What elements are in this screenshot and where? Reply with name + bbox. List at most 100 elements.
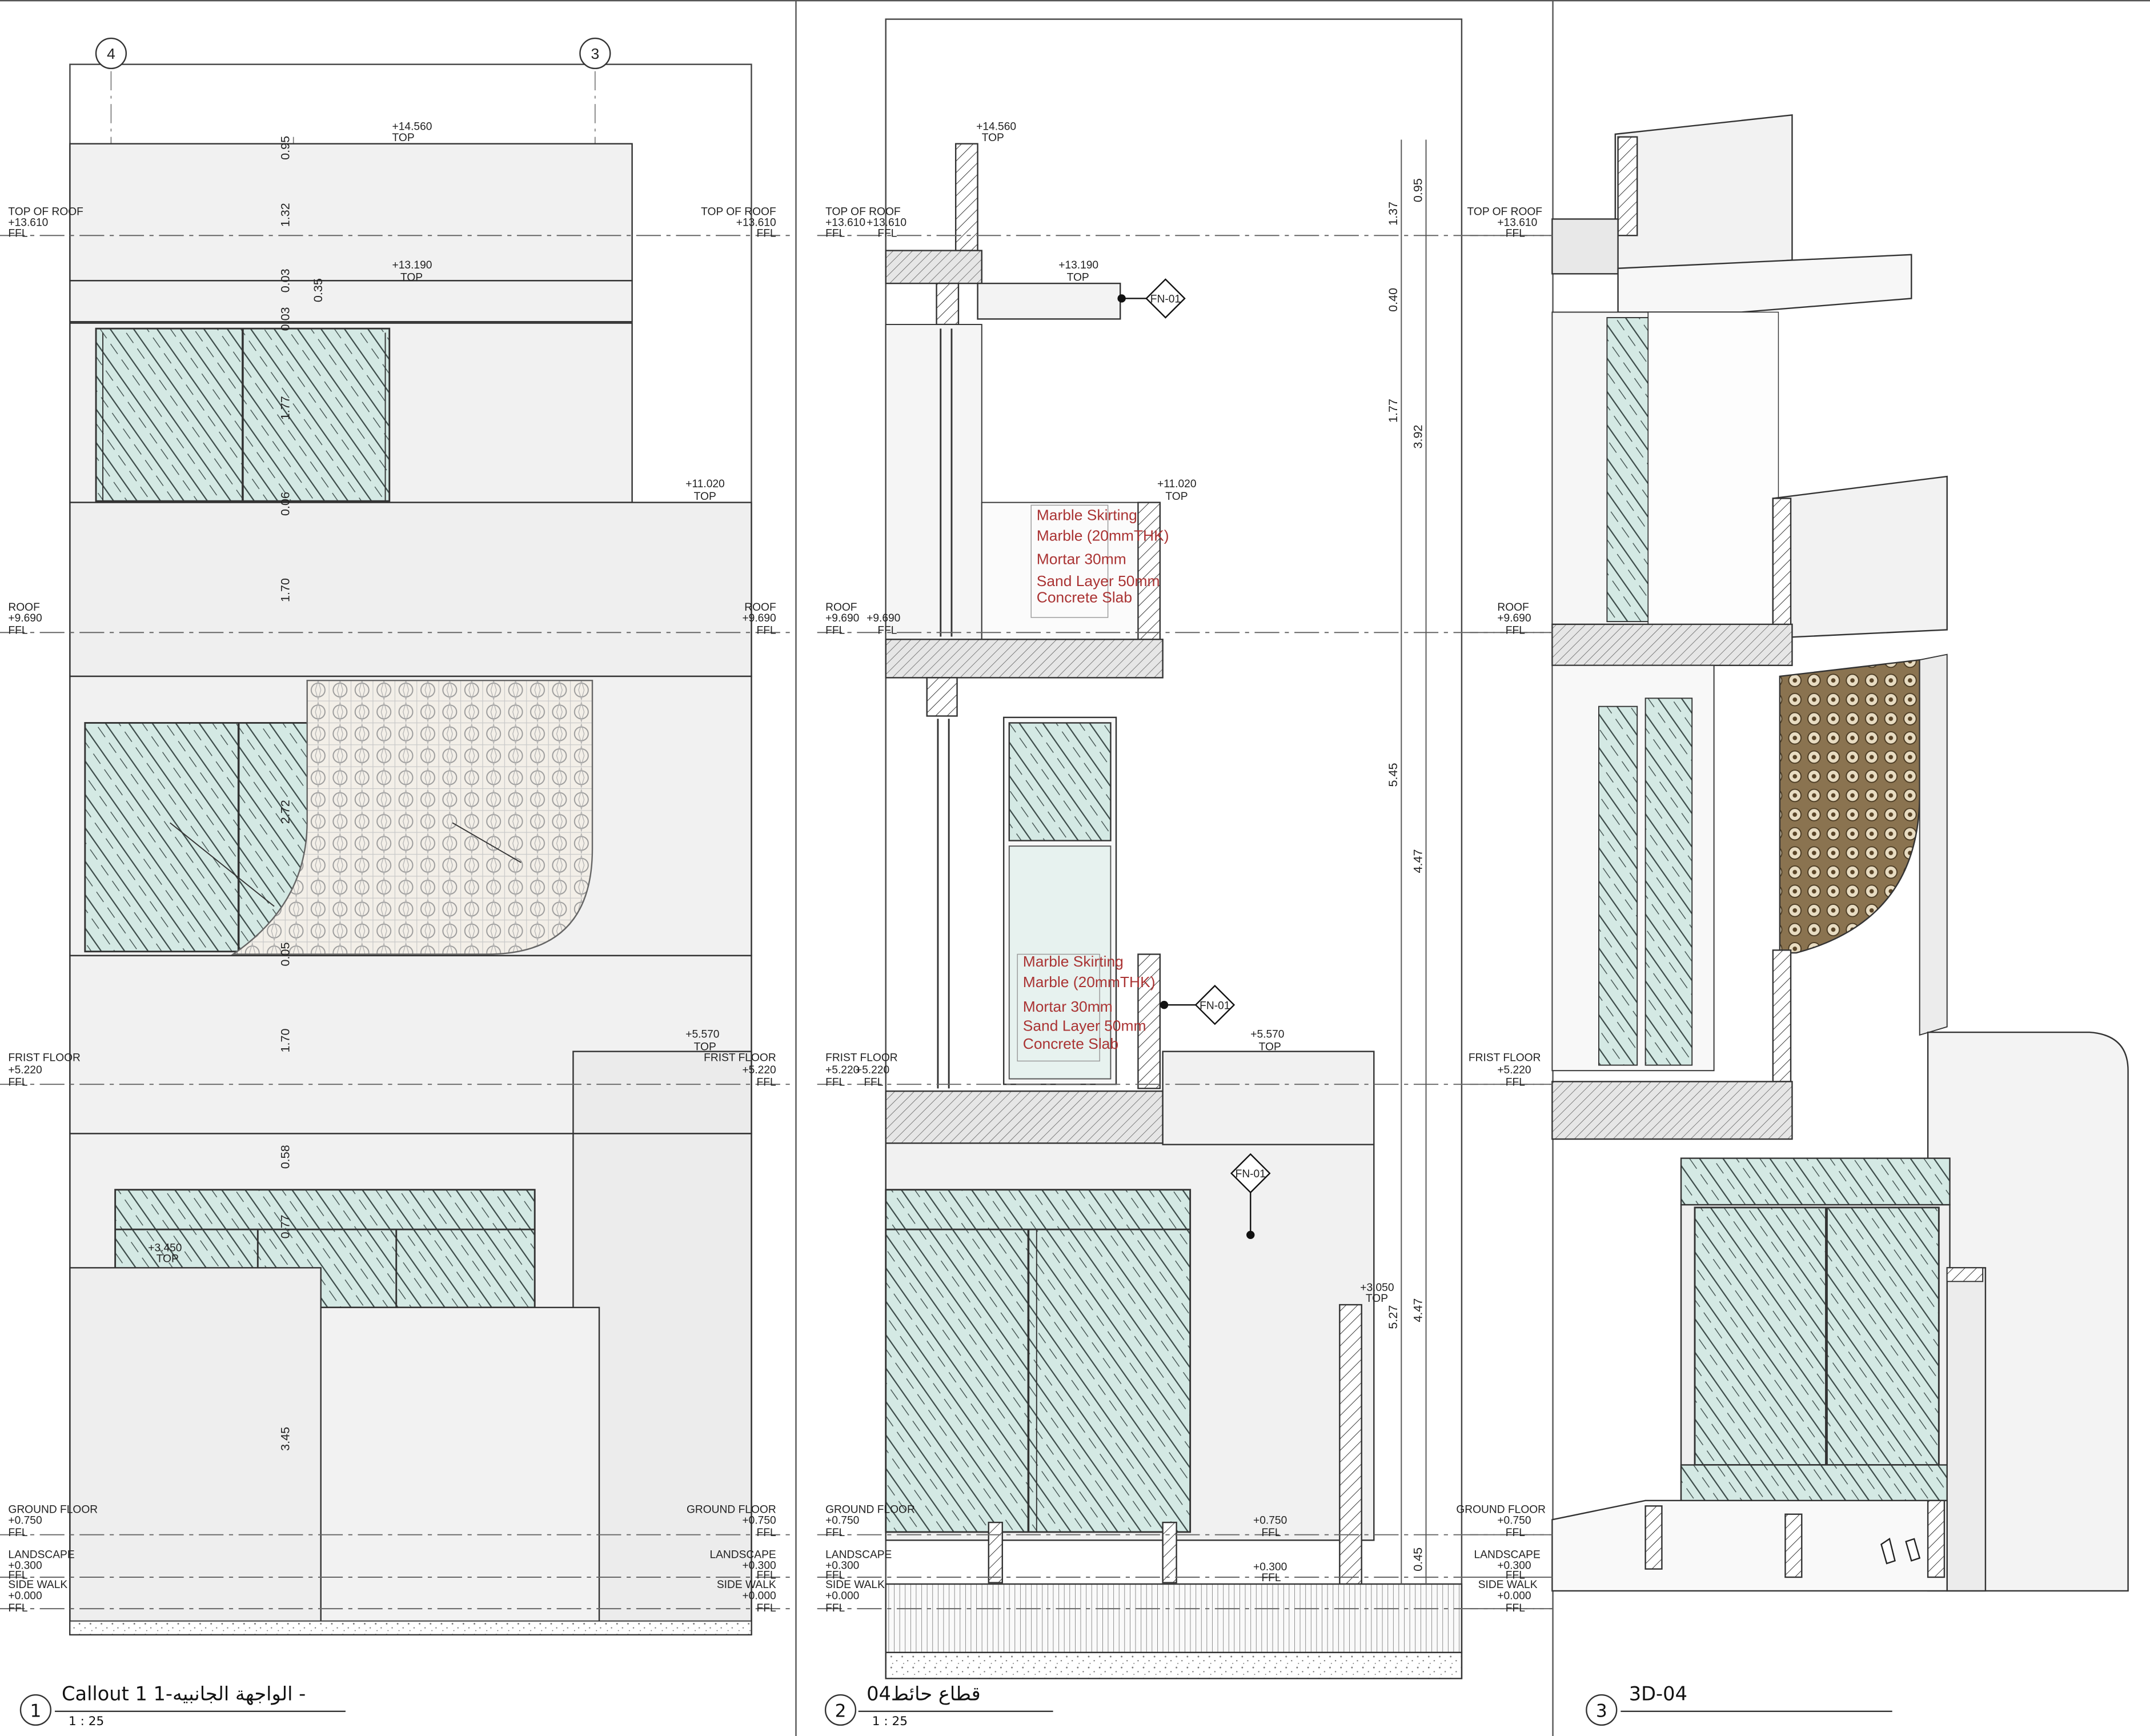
svg-text:FFL: FFL (825, 1527, 845, 1539)
svg-text:FFL: FFL (825, 625, 845, 637)
svg-text:TOP OF ROOF: TOP OF ROOF (8, 206, 83, 218)
balcony-wall-section (1137, 502, 1161, 640)
svg-text:TOP OF ROOF: TOP OF ROOF (701, 206, 776, 218)
svg-text:0.45: 0.45 (1410, 1547, 1425, 1571)
svg-text:FFL: FFL (1506, 1077, 1525, 1089)
svg-text:FFL: FFL (877, 625, 897, 637)
svg-text:Concrete Slab: Concrete Slab (1023, 1035, 1118, 1052)
panel-3d-section: TOP OF ROOF +13.610 FFL ROOF +9.690 FFL … (1456, 114, 2129, 1726)
svg-text:GROUND FLOOR: GROUND FLOOR (825, 1504, 915, 1516)
svg-text:SIDE WALK: SIDE WALK (825, 1579, 885, 1591)
svg-text:TOP: TOP (982, 132, 1004, 144)
svg-text:+9.690: +9.690 (8, 612, 42, 624)
svg-text:+0.750: +0.750 (1497, 1515, 1531, 1527)
svg-text:+5.570: +5.570 (1250, 1029, 1284, 1041)
svg-text:0.40: 0.40 (1386, 288, 1400, 312)
svg-text:+3.050: +3.050 (1360, 1282, 1394, 1294)
svg-text:3D-04: 3D-04 (1629, 1683, 1687, 1705)
svg-text:+9.690: +9.690 (1497, 612, 1531, 624)
soil-layer (885, 1583, 1463, 1654)
svg-text:FFL: FFL (757, 1077, 776, 1089)
boundary-wall (69, 1267, 322, 1635)
view-title-1: 1 Callout 1 1-الواجهة الجانبيه - 1 : 25 (19, 1683, 346, 1729)
svg-text:+0.300: +0.300 (742, 1560, 776, 1572)
svg-text:FFL: FFL (757, 625, 776, 637)
svg-text:3: 3 (591, 45, 599, 62)
svg-text:TOP OF ROOF: TOP OF ROOF (825, 206, 900, 218)
svg-text:1.37: 1.37 (1386, 202, 1400, 226)
svg-text:+0.000: +0.000 (825, 1590, 859, 1602)
svg-text:ROOF: ROOF (8, 602, 39, 614)
svg-text:FFL: FFL (757, 1569, 776, 1581)
svg-text:+13.190: +13.190 (1058, 259, 1098, 271)
svg-text:0.35: 0.35 (311, 278, 325, 302)
svg-text:1.70: 1.70 (278, 578, 292, 602)
svg-text:LANDSCAPE: LANDSCAPE (1474, 1549, 1541, 1561)
svg-text:5.27: 5.27 (1386, 1305, 1400, 1329)
floor-slab-section (885, 1090, 1164, 1144)
panel-wall-section: Marble Skirting Marble (20mmTHK) Mortar … (817, 18, 1553, 1729)
svg-text:TOP: TOP (1067, 271, 1089, 283)
svg-text:FFL: FFL (757, 1602, 776, 1614)
svg-text:FFL: FFL (8, 228, 27, 240)
svg-text:FFL: FFL (1506, 625, 1525, 637)
roof-band (69, 502, 752, 677)
dimension-chains (1401, 139, 1427, 1584)
svg-text:قطاع حائط04: قطاع حائط04 (867, 1683, 981, 1705)
svg-text:+13.190: +13.190 (392, 259, 432, 271)
parapet-wall (69, 143, 633, 282)
svg-text:+0.750: +0.750 (742, 1515, 776, 1527)
svg-text:TOP OF ROOF: TOP OF ROOF (1467, 206, 1542, 218)
glazing-panel (885, 1189, 1192, 1533)
svg-text:+13.610: +13.610 (1497, 217, 1537, 228)
svg-text:LANDSCAPE: LANDSCAPE (825, 1549, 892, 1561)
svg-text:ROOF: ROOF (744, 602, 776, 614)
dimensions-elevation: 0.95 1.32 0.03 0.35 0.03 1.77 0.06 1.70 … (278, 136, 325, 1451)
svg-text:+0.300: +0.300 (8, 1560, 42, 1572)
svg-text:SIDE WALK: SIDE WALK (717, 1579, 776, 1591)
svg-text:TOP: TOP (400, 271, 423, 283)
svg-text:FFL: FFL (1261, 1527, 1281, 1539)
svg-text:+13.610: +13.610 (867, 217, 906, 228)
svg-text:+0.000: +0.000 (1497, 1590, 1531, 1602)
svg-text:LANDSCAPE: LANDSCAPE (709, 1549, 776, 1561)
svg-text:2.72: 2.72 (278, 800, 292, 824)
svg-text:+5.220: +5.220 (825, 1064, 859, 1076)
svg-text:Marble (20mmTHK): Marble (20mmTHK) (1037, 527, 1169, 544)
svg-text:0.06: 0.06 (278, 492, 292, 516)
roof-slab-section (885, 250, 982, 284)
radius-leader (452, 822, 522, 863)
svg-text:FRIST FLOOR: FRIST FLOOR (1469, 1052, 1541, 1064)
svg-text:FFL: FFL (864, 1077, 883, 1089)
svg-text:FFL: FFL (1506, 228, 1525, 240)
level-labels-section: TOP OF ROOF +13.610 +13.610 FFL FFL ROOF… (825, 206, 915, 1614)
build-up-notes-lower: Marble Skirting Marble (20mmTHK) Mortar … (1017, 953, 1156, 1062)
finish-tag: FN-01 (1117, 278, 1186, 319)
svg-text:0.58: 0.58 (278, 1145, 292, 1169)
svg-text:TOP: TOP (694, 1041, 716, 1053)
svg-text:FFL: FFL (8, 1602, 27, 1614)
decorative-screen (231, 679, 593, 955)
svg-text:+3.450: +3.450 (148, 1242, 182, 1254)
svg-text:FN-01: FN-01 (1236, 1168, 1266, 1180)
3d-balcony-wall (1772, 475, 1948, 639)
svg-text:ROOF: ROOF (1497, 602, 1529, 614)
svg-text:Mortar 30mm: Mortar 30mm (1037, 550, 1126, 567)
svg-text:FFL: FFL (757, 228, 776, 240)
svg-text:2: 2 (835, 1701, 847, 1721)
svg-text:Sand Layer 50mm: Sand Layer 50mm (1037, 572, 1160, 590)
level-labels-left: TOP OF ROOF +13.610 FFL ROOF +9.690 FFL … (8, 206, 98, 1614)
roof-slab-edge (69, 280, 633, 323)
svg-text:FFL: FFL (877, 228, 897, 240)
boundary-wall-section (1339, 1304, 1362, 1585)
svg-text:FFL: FFL (1506, 1569, 1525, 1581)
floor-slab-section (885, 639, 1164, 679)
svg-text:0.77: 0.77 (278, 1214, 292, 1238)
svg-text:+5.220: +5.220 (1497, 1064, 1531, 1076)
svg-text:4.47: 4.47 (1410, 849, 1425, 873)
view-title-3: 3 3D-04 (1586, 1683, 1892, 1726)
svg-text:ROOF: ROOF (825, 602, 857, 614)
svg-text:GROUND FLOOR: GROUND FLOOR (8, 1504, 98, 1516)
finish-tag: FN-01 (1230, 1153, 1271, 1240)
